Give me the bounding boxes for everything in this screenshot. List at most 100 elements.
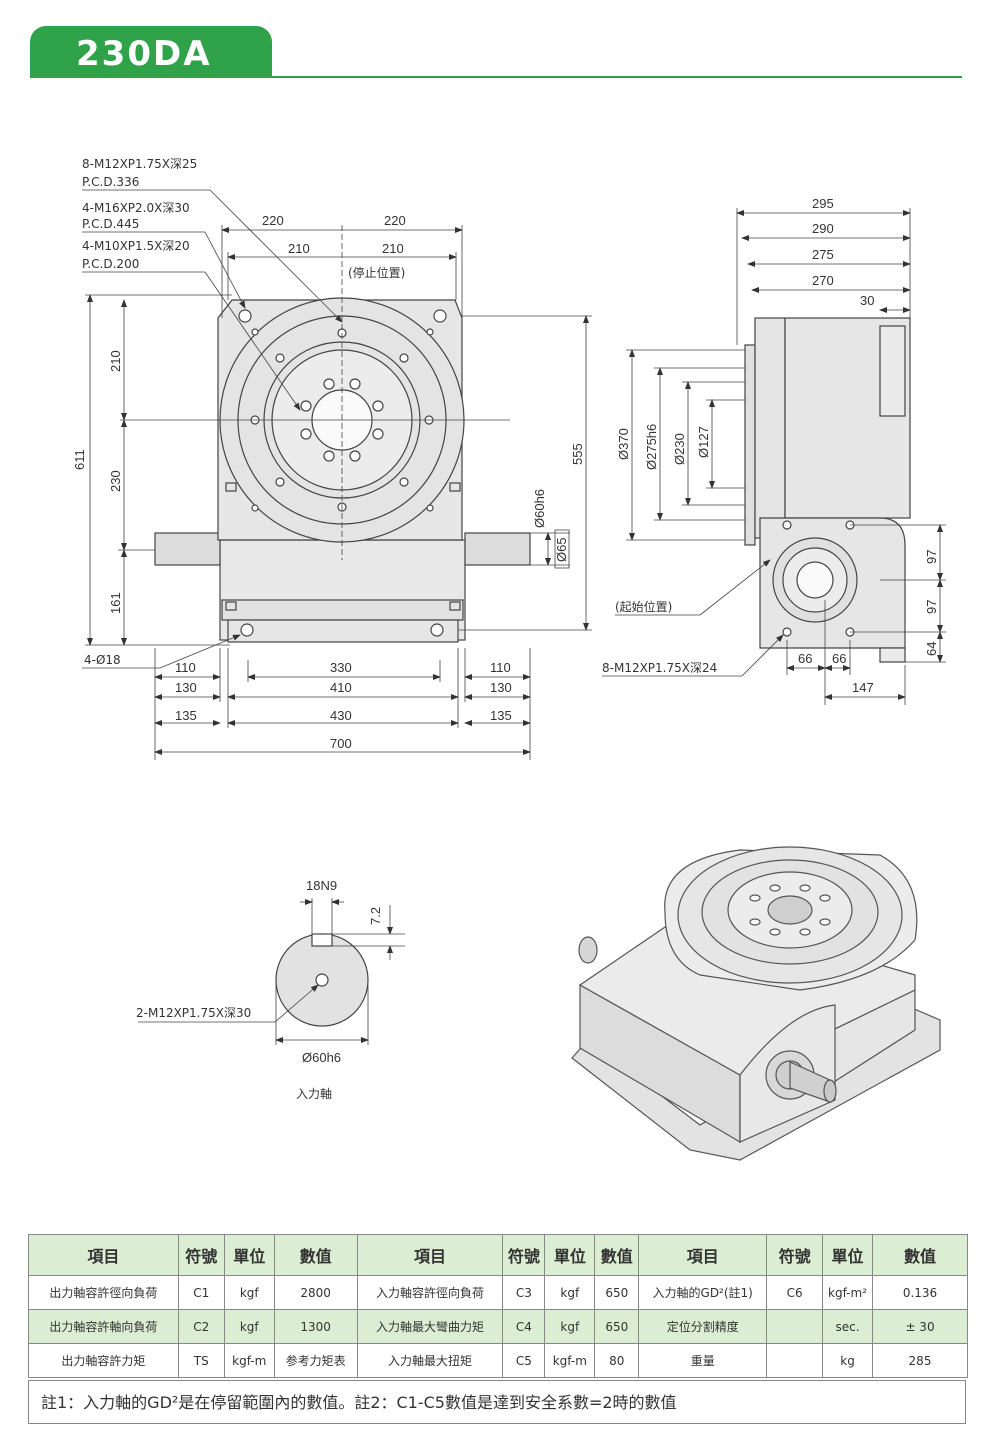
table-cell: C5: [502, 1343, 546, 1378]
input-shaft-right: [464, 532, 531, 566]
table-cell: C3: [502, 1275, 546, 1310]
dim-side-275: 275: [812, 247, 834, 262]
table-cell: 出力軸容許徑向負荷: [28, 1275, 179, 1310]
dim-height-161: 161: [108, 592, 123, 614]
dim-bottom-130-right: 130: [490, 680, 512, 695]
start-position-label: (起始位置): [615, 599, 672, 614]
table-cell: kgf: [544, 1275, 596, 1310]
side-view: [744, 317, 911, 663]
header-cell: 符號: [766, 1234, 824, 1276]
dim-side-d370: Ø370: [616, 428, 631, 460]
dim-side-66a: 66: [798, 651, 812, 666]
dim-side-d230: Ø230: [672, 433, 687, 465]
dim-bottom-135-left: 135: [175, 708, 197, 723]
side-dimension-lines: [602, 208, 946, 705]
table-cell: kg: [822, 1343, 874, 1378]
header-cell: 數值: [872, 1234, 968, 1276]
header-cell: 項目: [638, 1234, 768, 1276]
dim-shaft-diameter: Ø60h6: [532, 489, 547, 528]
table-cell: kgf-m: [223, 1343, 275, 1378]
table-cell: TS: [177, 1343, 225, 1378]
table-cell: sec.: [822, 1309, 874, 1344]
table-cell: C2: [177, 1309, 225, 1344]
isometric-view: [571, 846, 941, 1161]
dim-side-147: 147: [852, 680, 874, 695]
table-cell: kgf-m: [544, 1343, 596, 1378]
table-cell: 入力軸容許徑向負荷: [356, 1275, 504, 1310]
table-cell: 入力軸最大扭矩: [356, 1343, 504, 1378]
header-cell: 單位: [223, 1234, 275, 1276]
table-cell: ± 30: [872, 1309, 968, 1344]
table-cell: [766, 1309, 824, 1344]
table-cell: 入力軸的GD²(註1): [638, 1275, 768, 1310]
footnote: 註1：入力軸的GD²是在停留範圍內的數值。註2：C1-C5數值是達到安全系數=2…: [28, 1380, 966, 1424]
table-cell: 285: [872, 1343, 968, 1378]
dim-side-295: 295: [812, 196, 834, 211]
header-rule: [30, 76, 962, 78]
table-cell: C1: [177, 1275, 225, 1310]
table-cell: 650: [594, 1309, 640, 1344]
table-cell: kgf-m²: [822, 1275, 874, 1310]
table-cell: 80: [594, 1343, 640, 1378]
table-cell: 出力軸容許軸向負荷: [28, 1309, 179, 1344]
dim-side-d275: Ø275h6: [644, 424, 659, 470]
front-note-2-pcd: P.C.D.445: [82, 217, 139, 231]
base-holes-label: 4-Ø18: [84, 653, 121, 667]
table-cell: 2800: [273, 1275, 358, 1310]
dim-shaft-65: Ø65: [554, 537, 569, 562]
input-shaft-caption: 入力軸: [296, 1087, 332, 1101]
header-cell: 單位: [822, 1234, 874, 1276]
header-cell: 項目: [28, 1234, 179, 1276]
table-cell: 出力軸容許力矩: [28, 1343, 179, 1378]
dim-bottom-330: 330: [330, 660, 352, 675]
dim-top-left-220: 220: [262, 213, 284, 228]
table-row: 出力軸容許徑向負荷 C1 kgf 2800 入力軸容許徑向負荷 C3 kgf 6…: [28, 1275, 968, 1310]
table-cell: C4: [502, 1309, 546, 1344]
table-cell: 650: [594, 1275, 640, 1310]
spec-table-header: 項目 符號 單位 數值 項目 符號 單位 數值 項目 符號 單位 數值: [28, 1234, 968, 1276]
front-note-1-pcd: P.C.D.336: [82, 175, 139, 189]
header-cell: 項目: [356, 1234, 504, 1276]
header-cell: 符號: [177, 1234, 225, 1276]
input-shaft-key: 18N9: [306, 878, 337, 893]
front-note-3-pcd: P.C.D.200: [82, 257, 139, 271]
input-shaft-depth: 7.2: [368, 907, 383, 925]
table-cell: 重量: [638, 1343, 768, 1378]
input-shaft-view: [275, 933, 369, 1027]
dim-height-611: 611: [72, 449, 87, 470]
dim-height-230: 230: [108, 470, 123, 492]
header-cell: 符號: [502, 1234, 546, 1276]
dim-side-66b: 66: [832, 651, 846, 666]
input-shaft-left: [154, 532, 221, 566]
table-cell: kgf: [223, 1309, 275, 1344]
dim-side-97b: 97: [924, 600, 939, 614]
page-title: 230DA: [76, 34, 212, 74]
table-cell: 0.136: [872, 1275, 968, 1310]
input-shaft-dimension-lines: [138, 898, 405, 1045]
side-note-label: 8-M12XP1.75X深24: [602, 661, 717, 675]
dim-height-210: 210: [108, 350, 123, 372]
header-cell: 單位: [544, 1234, 596, 1276]
dim-top-right-210: 210: [382, 241, 404, 256]
table-row: 出力軸容許力矩 TS kgf-m 参考力矩表 入力軸最大扭矩 C5 kgf-m …: [28, 1343, 968, 1378]
dim-bottom-135-right: 135: [490, 708, 512, 723]
dim-side-64: 64: [924, 642, 939, 656]
stop-position-label: (停止位置): [348, 265, 405, 280]
header-cell: 數值: [594, 1234, 640, 1276]
table-cell: 入力軸最大彎曲力矩: [356, 1309, 504, 1344]
dim-top-left-210: 210: [288, 241, 310, 256]
dim-side-d127: Ø127: [696, 426, 711, 458]
dim-bottom-110-right: 110: [490, 660, 511, 675]
dim-height-555: 555: [570, 443, 585, 465]
front-note-2: 4-M16XP2.0X深30: [82, 201, 190, 215]
front-note-1: 8-M12XP1.75X深25: [82, 157, 197, 171]
technical-drawings: 8-M12XP1.75X深25 P.C.D.336 4-M16XP2.0X深30…: [72, 157, 946, 1161]
front-note-3: 4-M10XP1.5X深20: [82, 239, 190, 253]
dim-side-30: 30: [860, 293, 874, 308]
table-cell: 参考力矩表: [273, 1343, 358, 1378]
front-view: [154, 297, 531, 643]
front-dimension-lines: [82, 189, 592, 760]
dim-top-right-220: 220: [384, 213, 406, 228]
dim-bottom-430: 430: [330, 708, 352, 723]
table-cell: [766, 1343, 824, 1378]
